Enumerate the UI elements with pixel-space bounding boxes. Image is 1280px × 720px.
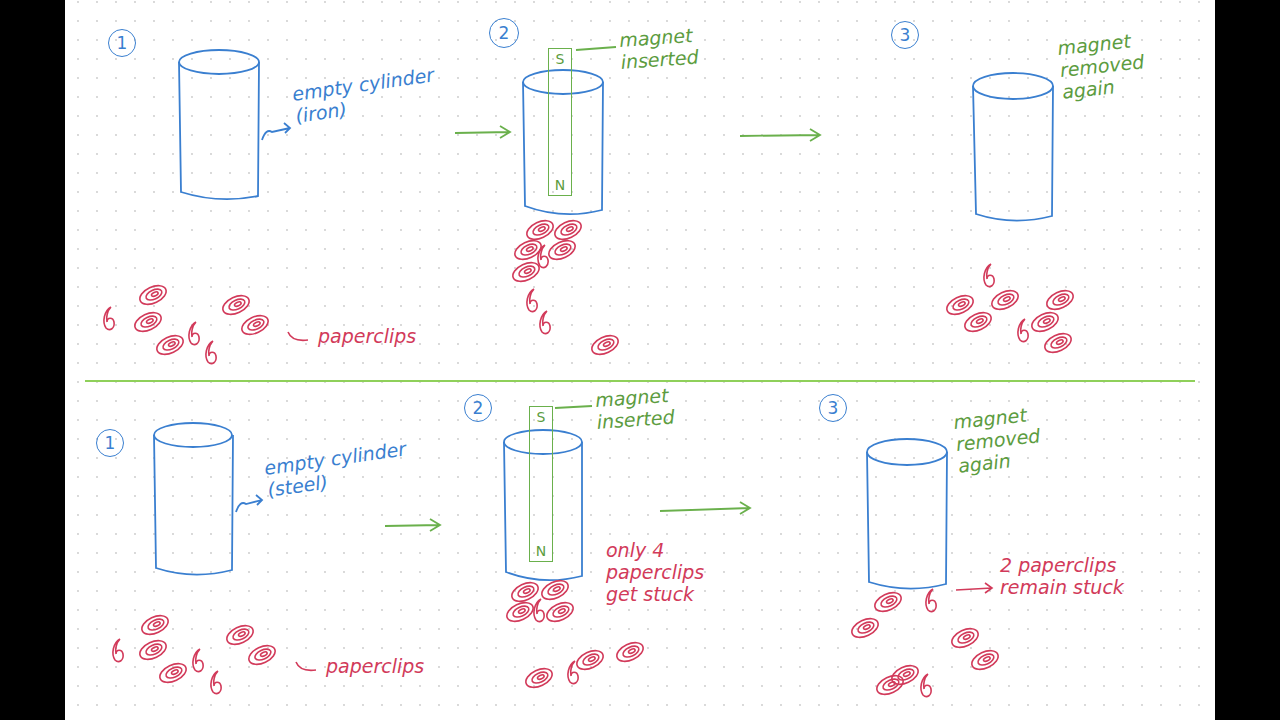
magnet-note: magnet removed again bbox=[1057, 26, 1183, 104]
step-number: 3 bbox=[891, 21, 919, 49]
magnet-bar: SN bbox=[529, 406, 553, 562]
paperclip bbox=[589, 332, 621, 358]
stuck-note: 2 paperclips remain stuck bbox=[1000, 555, 1170, 599]
paperclip-label: paperclips bbox=[326, 656, 446, 678]
paperclip-label: paperclips bbox=[318, 326, 438, 348]
stuck-note: only 4 paperclips get stuck bbox=[606, 540, 716, 606]
paperclip bbox=[523, 665, 555, 691]
step-number: 2 bbox=[464, 394, 492, 422]
paperclip bbox=[132, 309, 164, 335]
paperclip bbox=[546, 237, 578, 263]
magnet-note: magnet inserted bbox=[594, 381, 727, 434]
leader-lines bbox=[288, 332, 992, 670]
paperclip bbox=[220, 292, 252, 318]
step-label: 2 bbox=[499, 23, 510, 43]
paperclip bbox=[509, 579, 541, 605]
paperclip bbox=[540, 311, 550, 334]
paperclip bbox=[872, 589, 904, 615]
paperclip bbox=[984, 264, 994, 287]
paperclip bbox=[246, 642, 278, 668]
magnet-note: magnet removed again bbox=[953, 400, 1079, 478]
paperclip bbox=[568, 661, 578, 684]
paperclip bbox=[989, 287, 1021, 313]
pole-label: N bbox=[555, 177, 565, 193]
paperclip bbox=[157, 660, 189, 686]
step-label: 2 bbox=[473, 398, 484, 418]
paperclip bbox=[189, 322, 199, 345]
step-label: 1 bbox=[105, 433, 116, 453]
paperclip bbox=[944, 292, 976, 318]
paperclip bbox=[239, 312, 271, 338]
paperclip bbox=[139, 612, 171, 638]
paperclip bbox=[527, 289, 537, 312]
step-label: 3 bbox=[900, 25, 911, 45]
step-label: 3 bbox=[828, 398, 839, 418]
paperclip bbox=[224, 622, 256, 648]
paperclip bbox=[524, 217, 556, 243]
paperclip bbox=[206, 341, 216, 364]
paperclip bbox=[510, 259, 542, 285]
paperclip bbox=[137, 637, 169, 663]
cylinders bbox=[154, 50, 1053, 589]
paperclip bbox=[193, 649, 203, 672]
magnet-bar: SN bbox=[548, 48, 572, 196]
paperclip bbox=[849, 615, 881, 641]
paperclip bbox=[921, 674, 931, 697]
process-arrows bbox=[385, 47, 820, 531]
pole-label: S bbox=[537, 409, 546, 425]
paperclip bbox=[614, 639, 646, 665]
paperclip bbox=[544, 599, 576, 625]
paperclip bbox=[137, 282, 169, 308]
paperclip bbox=[154, 332, 186, 358]
paperclip bbox=[1044, 287, 1076, 313]
paperclip bbox=[874, 672, 906, 698]
paperclip bbox=[504, 599, 536, 625]
paperclip bbox=[538, 245, 548, 268]
paperclip bbox=[949, 625, 981, 651]
paperclip bbox=[574, 647, 606, 673]
paperclip bbox=[211, 671, 221, 694]
step-number: 1 bbox=[96, 429, 124, 457]
step-number: 2 bbox=[489, 18, 519, 48]
step-number: 3 bbox=[819, 394, 847, 422]
paperclip bbox=[1042, 330, 1074, 356]
paperclip bbox=[926, 589, 936, 612]
pole-label: S bbox=[556, 51, 565, 67]
paperclip bbox=[1029, 309, 1061, 335]
paperclip bbox=[552, 217, 584, 243]
paperclip bbox=[1018, 319, 1028, 342]
paperclip bbox=[113, 639, 123, 662]
step-number: 1 bbox=[108, 29, 136, 57]
step-label: 1 bbox=[117, 33, 128, 53]
paperclip bbox=[969, 647, 1001, 673]
pole-label: N bbox=[536, 543, 546, 559]
paperclips bbox=[104, 217, 1076, 698]
paperclip bbox=[104, 307, 114, 330]
paperclip bbox=[962, 309, 994, 335]
paperclip bbox=[539, 577, 571, 603]
magnet-note: magnet inserted bbox=[618, 21, 751, 74]
paperclip bbox=[534, 599, 544, 622]
